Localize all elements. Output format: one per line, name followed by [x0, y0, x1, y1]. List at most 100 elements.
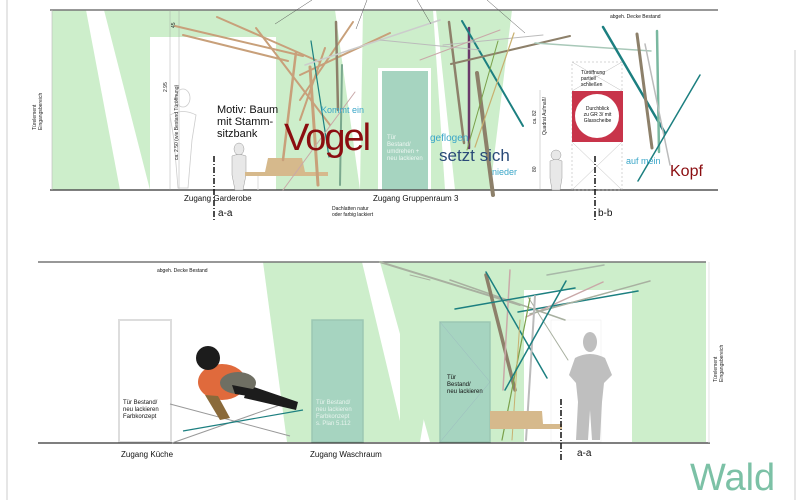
motif-label: Motiv: Baum mit Stamm- sitzbank	[217, 104, 278, 140]
wooden-slat	[475, 71, 495, 197]
child-silhouette-icon	[231, 142, 247, 191]
child-silhouette-icon	[549, 149, 563, 191]
wooden-slat	[379, 39, 481, 51]
door-note-line: neu lackieren	[316, 407, 352, 413]
door-middle-note: Tür Bestand/ umdrehen + neu lackieren	[387, 135, 423, 163]
motif-line: sitzbank	[217, 128, 258, 140]
poem-vogel: Vogel	[284, 117, 371, 159]
dimension-door: ca. 2.50 (wie Bestand Türöffnung)	[174, 84, 180, 160]
door-note-line: Bestand/	[387, 142, 411, 148]
wooden-slat	[282, 91, 356, 191]
poem-geflogen: geflogen	[430, 133, 469, 144]
wooden-slat	[474, 32, 515, 148]
dimension-bottom: 80	[532, 166, 538, 172]
access-gruppenraum: Zugang Gruppenraum 3	[373, 194, 459, 203]
door-note-line: Tür	[447, 375, 456, 381]
window-opening	[571, 61, 623, 191]
access-waschraum: Zugang Waschraum	[310, 450, 382, 459]
wooden-slat	[379, 261, 521, 306]
door-left-note: Tür Bestand/ neu lackieren Farbkonzept	[123, 400, 159, 421]
slats-note-line: oder farbig lackiert	[332, 212, 374, 218]
ceiling-note-bottom: abgeh. Decke Bestand	[157, 268, 208, 274]
person-silhouette-icon	[569, 332, 612, 440]
wooden-slat	[502, 269, 511, 391]
window-note-line: Durchblick	[585, 106, 610, 112]
door-note-line: Bestand/	[447, 382, 471, 388]
section-label-a: a-a	[218, 208, 233, 219]
wooden-slat	[339, 64, 343, 186]
door-right-note: Tür Bestand/ neu lackieren	[447, 375, 483, 396]
wooden-slat	[182, 34, 289, 62]
wooden-slat	[442, 34, 544, 46]
bottom-elevation-wall	[118, 262, 706, 443]
door-middle-note-bottom: Tür Bestand/ neu lackieren Farbkonzept s…	[316, 400, 352, 428]
door-note-line: neu lackieren	[123, 407, 159, 413]
leader-arrow	[274, 0, 313, 25]
door-note-line: Farbkonzept	[316, 414, 350, 420]
section-label-a-bottom: a-a	[577, 448, 592, 459]
window-note-line: Glasscheibe	[583, 118, 612, 124]
leader-arrow	[355, 0, 368, 30]
wooden-slat	[644, 43, 671, 166]
wooden-slat	[304, 19, 441, 66]
opening-note-line: schließen	[581, 82, 603, 88]
door-note-line: s. Plan 5.112	[316, 421, 351, 427]
door-note-line: neu lackieren	[387, 156, 423, 162]
ceiling-note-top: abgeh. Decke Bestand	[610, 14, 661, 20]
wooden-slat	[216, 16, 321, 63]
wooden-slat	[310, 40, 330, 158]
leader-arrow	[486, 0, 526, 34]
dimension-square-note: Quadrat Aufmaß!	[542, 96, 548, 135]
wooden-slat	[447, 20, 466, 145]
poem-nieder: nieder	[492, 167, 518, 177]
slats-note-line: Dachlatten natur	[332, 206, 369, 212]
wooden-slat	[450, 35, 571, 65]
tree-bench	[245, 158, 328, 190]
poem-kopf: Kopf	[670, 163, 703, 180]
door-note-line: Farbkonzept	[123, 414, 157, 420]
section-label-b: b-b	[598, 208, 613, 219]
opening-note: Türöffnung partiell schließen	[581, 70, 605, 88]
wooden-slat	[635, 32, 654, 150]
window-note: Durchblick zu GR 3/ mit Glasscheibe	[582, 106, 613, 124]
door-note-line: Tür Bestand/	[123, 400, 158, 406]
dimension-top: 45	[171, 22, 177, 28]
wooden-slat	[485, 271, 548, 379]
wooden-slat	[655, 29, 661, 154]
leader-arrow	[416, 0, 432, 25]
wooden-slat	[409, 274, 431, 281]
door-note-line: Tür	[387, 135, 396, 141]
poem-kommt-ein: Kommt ein	[321, 105, 365, 115]
wooden-slat	[419, 29, 501, 61]
dimension-square: ca. 82	[532, 110, 538, 124]
access-kueche: Zugang Küche	[121, 450, 174, 459]
wooden-slat	[484, 273, 517, 392]
wooden-slat	[454, 287, 576, 310]
poem-auf-mein: auf mein	[626, 156, 661, 166]
wooden-slat	[299, 21, 354, 101]
wooden-slat	[504, 280, 567, 391]
door-note-line: Tür Bestand/	[316, 400, 351, 406]
top-stick-tree	[174, 16, 701, 197]
bullfinch-bird-image	[169, 346, 304, 444]
wooden-slat	[546, 264, 605, 276]
bench-bottom	[490, 411, 562, 429]
opening-note-line: partiell	[581, 76, 596, 82]
opening-note-line: Türöffnung	[581, 70, 606, 76]
window-note-line: zu GR 3/ mit	[583, 112, 612, 118]
motif-line: Motiv: Baum	[217, 104, 279, 116]
side-label-left: Türelement Eingangsbereich	[32, 93, 44, 130]
person-outline-icon	[169, 88, 197, 189]
bottom-stick-tree	[379, 261, 651, 441]
wooden-slat	[466, 40, 499, 151]
poem-setzt-sich: setzt sich	[439, 146, 510, 165]
wooden-slat	[534, 42, 652, 52]
access-garderobe: Zugang Garderobe	[184, 194, 252, 203]
door-note-line: neu lackieren	[447, 389, 483, 395]
wooden-slat	[461, 20, 524, 127]
dimension-total: 2.95	[163, 82, 169, 92]
door-note-line: umdrehen +	[387, 149, 420, 155]
motif-line: mit Stamm-	[217, 116, 274, 128]
